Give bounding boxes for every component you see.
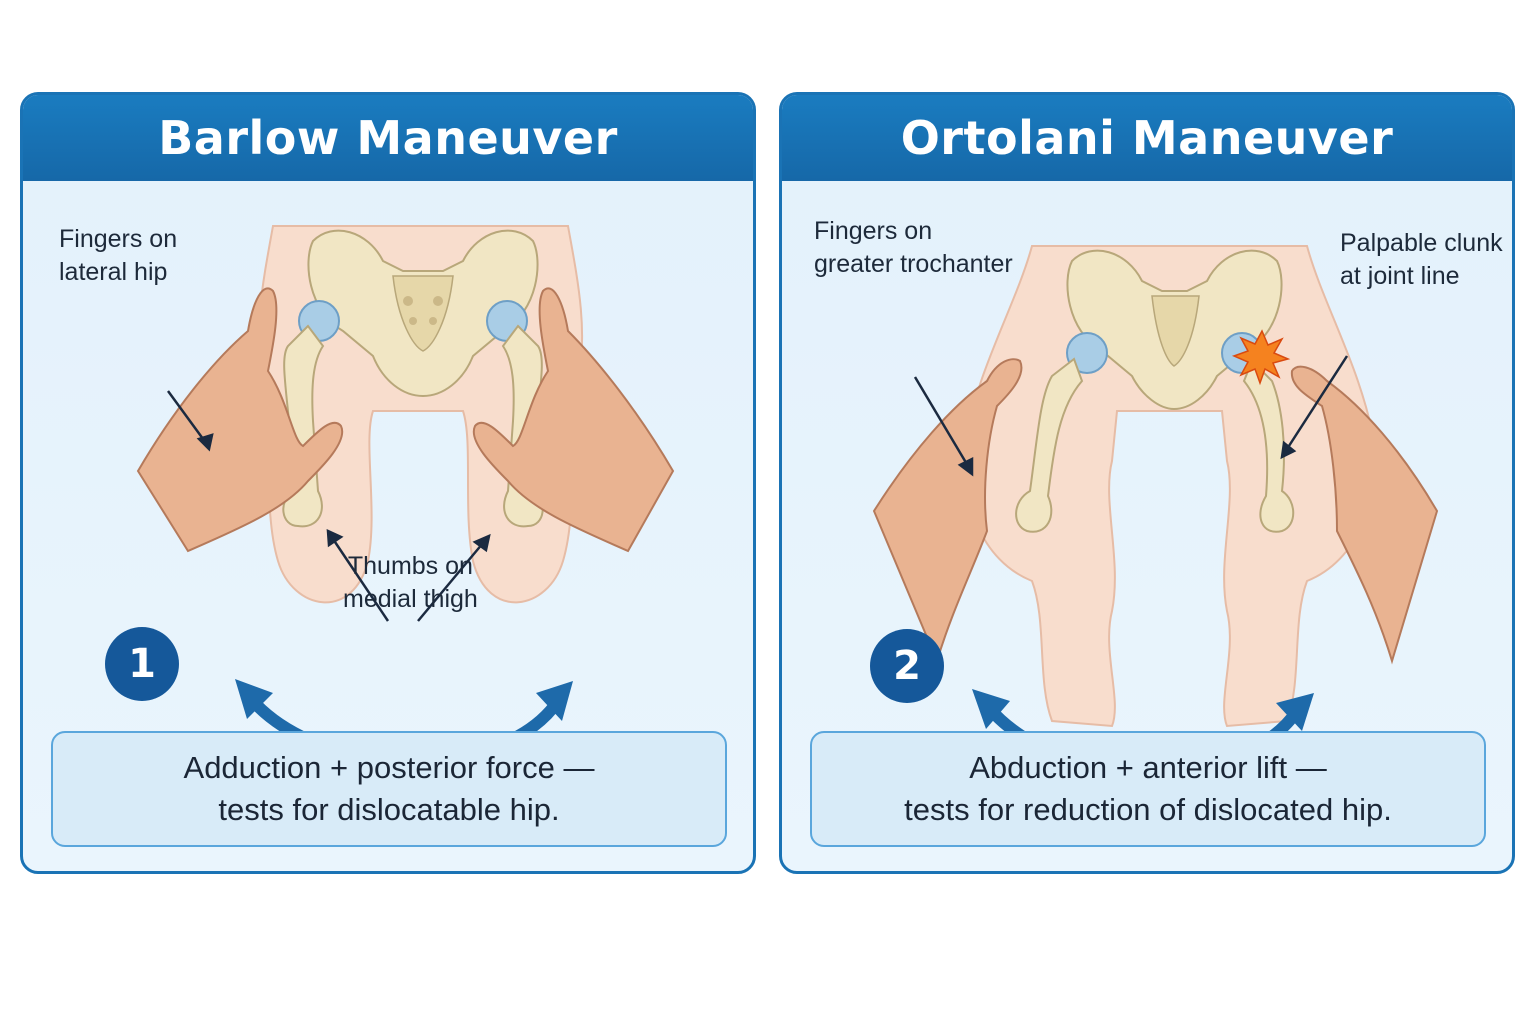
- pointer-lines: [913, 355, 1349, 477]
- ortolani-illustration: [872, 245, 1439, 731]
- pointer-lines: [166, 390, 491, 622]
- ortolani-header: Ortolani Maneuver: [782, 95, 1512, 181]
- ortolani-caption-line1: Abduction + anterior lift —: [969, 750, 1327, 785]
- left-hand: [136, 287, 344, 553]
- left-hand: [872, 358, 1023, 664]
- step-badge-1: 1: [105, 627, 179, 701]
- pelvis-bone: [307, 229, 539, 398]
- barlow-title: Barlow Maneuver: [158, 111, 618, 165]
- barlow-caption-line1: Adduction + posterior force —: [183, 750, 595, 785]
- step-badge-2: 2: [870, 629, 944, 703]
- fingers-greater-trochanter-label: Fingers on greater trochanter: [814, 217, 1013, 278]
- clunk-burst-icon: [1231, 329, 1291, 386]
- barlow-panel: Barlow Maneuver: [20, 92, 756, 874]
- left-femur: [1015, 332, 1108, 533]
- ortolani-title: Ortolani Maneuver: [900, 111, 1394, 165]
- ortolani-caption-line2: tests for reduction of dislocated hip.: [904, 792, 1392, 827]
- fingers-lateral-hip-label: Fingers on lateral hip: [59, 225, 178, 286]
- thumbs-medial-thigh-label: Thumbs on medial thigh: [343, 552, 478, 613]
- barlow-caption-line2: tests for dislocatable hip.: [218, 792, 560, 827]
- barlow-header: Barlow Maneuver: [23, 95, 753, 181]
- ortolani-caption: Abduction + anterior lift — tests for re…: [810, 731, 1486, 847]
- right-hand: [472, 287, 675, 553]
- palpable-clunk-label: Palpable clunk at joint line: [1340, 229, 1503, 290]
- ortolani-panel: Ortolani Maneuver: [779, 92, 1515, 874]
- barlow-illustration: [136, 225, 675, 731]
- right-hand: [1290, 365, 1439, 665]
- barlow-caption: Adduction + posterior force — tests for …: [51, 731, 727, 847]
- curved-double-arrow-icon: [235, 679, 573, 731]
- curved-double-arrow-icon: [972, 689, 1314, 731]
